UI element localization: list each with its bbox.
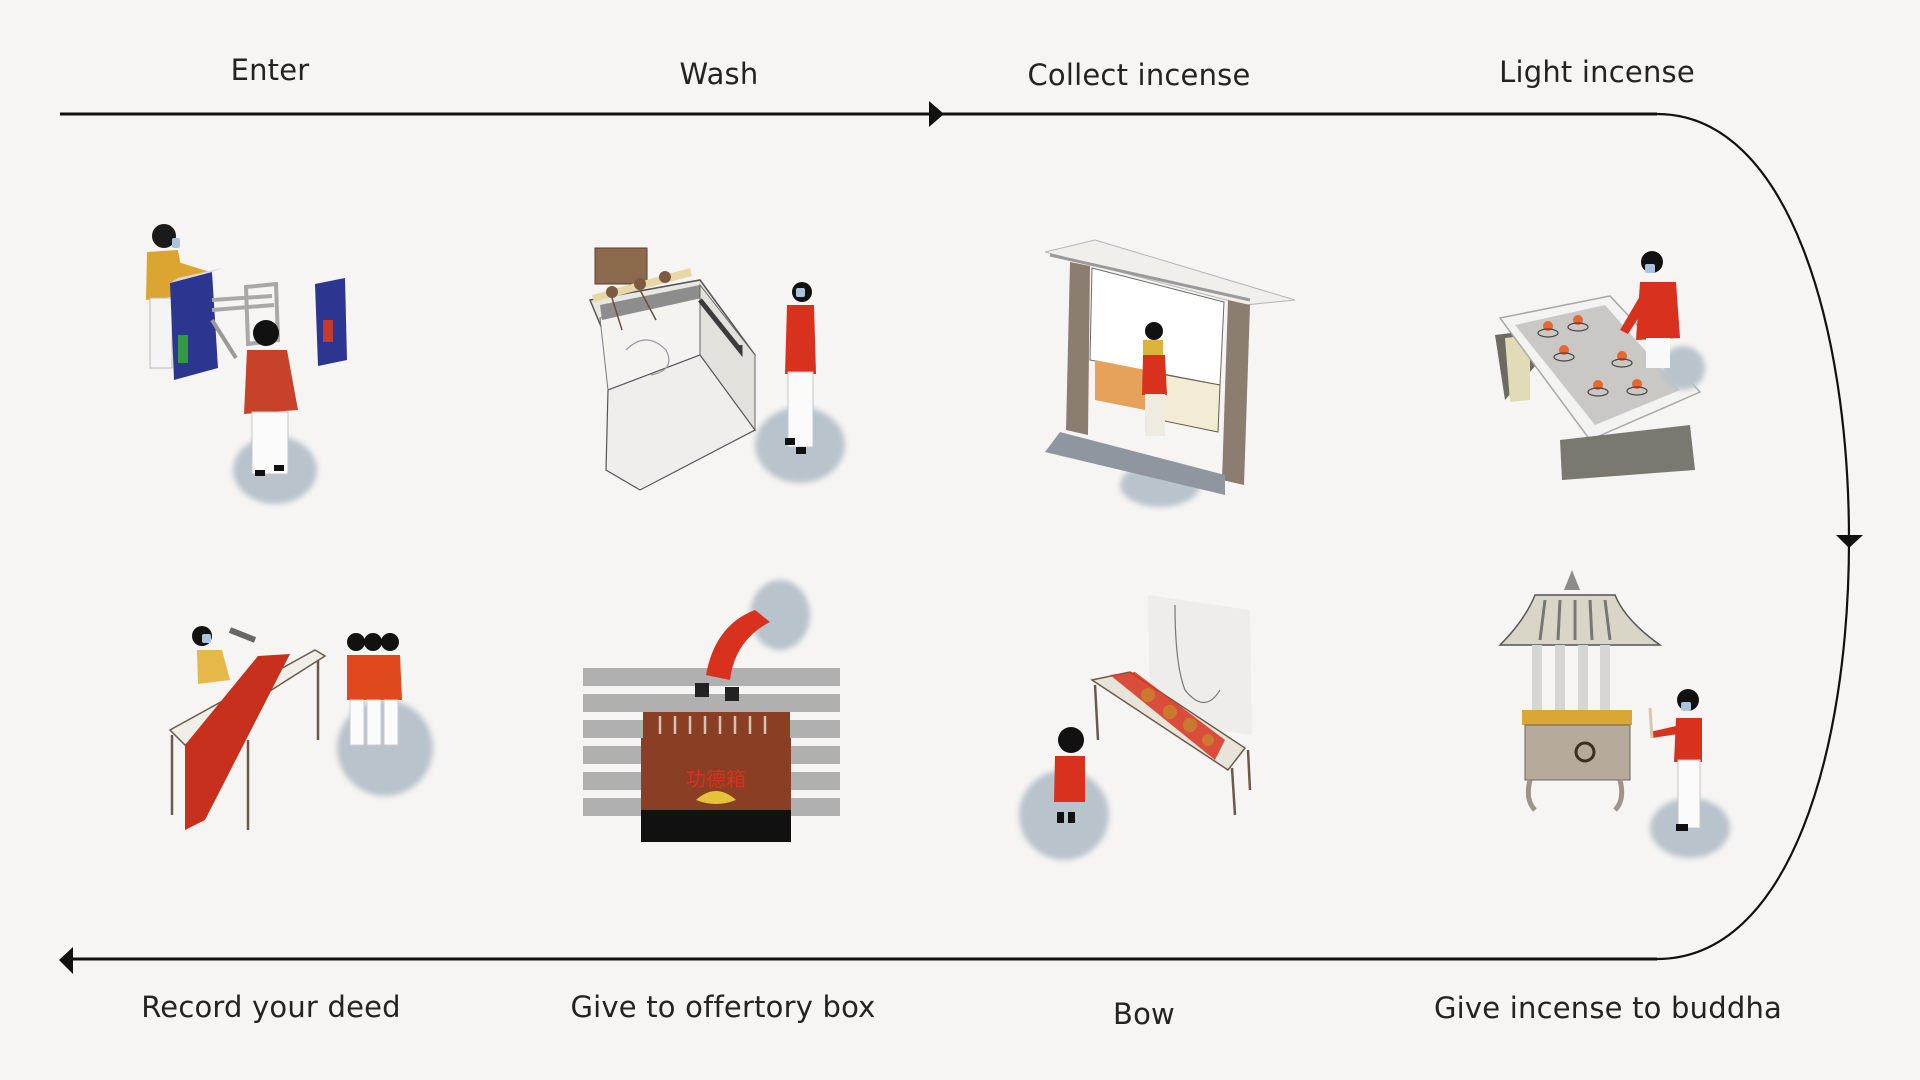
arrow-down-icon	[1836, 535, 1863, 548]
deed-recording-table-illustration	[168, 626, 433, 830]
offering-altar-illustration	[1019, 595, 1252, 860]
washing-basin-illustration	[588, 247, 845, 491]
offertory-box-illustration: 功德箱	[583, 580, 840, 842]
step-label-give-to-offertory-box: Give to offertory box	[570, 990, 876, 1024]
offertory-box-lettering: 功德箱	[686, 767, 746, 791]
arrow-left-icon	[59, 947, 73, 974]
turnstile-gate-illustration	[146, 224, 347, 504]
candle-table-illustration	[1495, 251, 1705, 480]
step-label-enter: Enter	[230, 53, 310, 87]
step-label-bow: Bow	[1113, 997, 1175, 1031]
arrow-right-icon	[929, 101, 944, 127]
incense-kiosk-illustration	[1044, 239, 1296, 507]
step-label-record-your-deed: Record your deed	[141, 990, 401, 1024]
step-label-give-incense-to-buddha: Give incense to buddha	[1433, 991, 1783, 1025]
incense-burner-pavilion-illustration	[1498, 570, 1730, 858]
step-label-collect-incense: Collect incense	[1027, 58, 1251, 92]
step-label-wash: Wash	[679, 57, 759, 91]
step-label-light-incense: Light incense	[1499, 55, 1695, 89]
flow-path	[59, 101, 1863, 974]
